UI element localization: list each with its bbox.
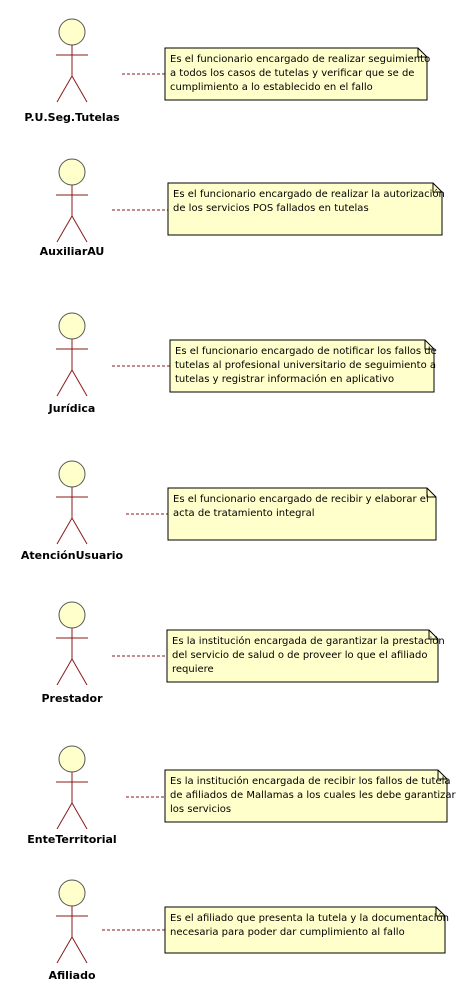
note-fold [435, 907, 445, 917]
actor-group: Afiliado Es el afiliado que presenta la t… [48, 879, 449, 982]
actor-label: P.U.Seg.Tutelas [24, 111, 120, 124]
actor-left-leg [56, 802, 73, 830]
note-box [164, 769, 448, 823]
note-box [169, 339, 435, 393]
actor-group: AtenciónUsuario Es el funcionario encarga… [21, 460, 437, 562]
actor-right-leg [71, 936, 88, 964]
actor-head [58, 158, 86, 186]
actor-label: Prestador [41, 692, 103, 705]
actor-right-leg [71, 215, 88, 243]
actor-right-leg [71, 802, 88, 830]
note-line: del servicio de salud o de proveer lo qu… [172, 650, 427, 661]
note: Es el funcionario encargado de notificar… [169, 339, 437, 393]
note-line: Es el funcionario encargado de notificar… [175, 346, 437, 357]
note: Es el funcionario encargado de realizar … [164, 47, 430, 101]
note-line: tutelas al profesional universitario de … [175, 360, 436, 371]
note-line: Es el funcionario encargado de realizar … [173, 188, 445, 200]
note-line: necesaria para poder dar cumplimiento al… [170, 927, 405, 938]
note-line: cumplimiento a lo establecido en el fall… [170, 82, 373, 93]
note-line: Es la institución encargada de recibir l… [170, 775, 451, 787]
note: Es la institución encargada de garantiza… [166, 629, 445, 683]
actor-icon [56, 158, 88, 243]
note-line: Es la institución encargada de garantiza… [172, 635, 445, 647]
note-fold [426, 488, 436, 498]
note: Es el funcionario encargado de recibir y… [167, 487, 437, 541]
actor-left-leg [56, 658, 73, 686]
note-box [167, 487, 437, 541]
actor-right-leg [71, 517, 88, 545]
actor-label: AuxiliarAU [40, 245, 105, 258]
actor-label: AtenciónUsuario [21, 549, 124, 562]
actor-icon [56, 879, 88, 964]
actor-head [58, 312, 86, 340]
actor-icon [56, 745, 88, 830]
note-line: tutelas y registrar información en aplic… [175, 373, 394, 385]
actor-left-leg [56, 215, 73, 243]
note-line: de afiliados de Mallamas a los cuales le… [170, 790, 457, 801]
actor-head [58, 460, 86, 488]
actor-right-leg [71, 658, 88, 686]
note-fold [428, 630, 438, 640]
note-line: Es el funcionario encargado de recibir y… [173, 494, 429, 505]
note-line: de los servicios POS fallados en tutelas [173, 203, 369, 214]
actor-icon [56, 601, 88, 686]
note-fold [437, 770, 447, 780]
actor-group: AuxiliarAU Es el funcionario encargado de… [40, 158, 445, 258]
actor-icon [56, 460, 88, 545]
actor-left-leg [56, 517, 73, 545]
actor-label: EnteTerritorial [27, 833, 116, 846]
note-box [167, 182, 443, 236]
actor-left-leg [56, 936, 73, 964]
note-fold [424, 340, 434, 350]
note-line: Es el funcionario encargado de realizar … [170, 54, 430, 65]
note-box [164, 906, 446, 954]
note-box [166, 629, 439, 683]
actor-icon [56, 312, 88, 397]
actor-right-leg [71, 369, 88, 397]
note-line: los servicios [170, 804, 231, 815]
note-fold [417, 48, 427, 58]
actor-left-leg [56, 75, 73, 103]
note-line: requiere [172, 664, 214, 675]
actor-head [58, 745, 86, 773]
actor-icon [56, 18, 88, 103]
actor-group: EnteTerritorial Es la institución encarga… [27, 745, 457, 846]
actor-label: Jurídica [48, 402, 96, 415]
actor-head [58, 601, 86, 629]
actor-group: P.U.Seg.Tutelas Es el funcionario encarga… [24, 18, 430, 124]
actor-label: Afiliado [48, 969, 96, 982]
note: Es la institución encargada de recibir l… [164, 769, 457, 823]
note-line: a todos los casos de tutelas y verificar… [170, 68, 414, 79]
actor-head [58, 18, 86, 46]
actor-group: Prestador Es la institución encargada de … [41, 601, 445, 705]
actor-group: Jurídica Es el funcionario encargado de n… [48, 312, 437, 415]
actor-left-leg [56, 369, 73, 397]
note: Es el afiliado que presenta la tutela y … [164, 906, 449, 954]
note: Es el funcionario encargado de realizar … [167, 182, 445, 236]
note-line: acta de tratamiento integral [173, 508, 315, 519]
note-fold [432, 183, 442, 193]
note-box [164, 47, 428, 101]
actor-right-leg [71, 75, 88, 103]
actor-head [58, 879, 86, 907]
note-line: Es el afiliado que presenta la tutela y … [170, 912, 449, 924]
